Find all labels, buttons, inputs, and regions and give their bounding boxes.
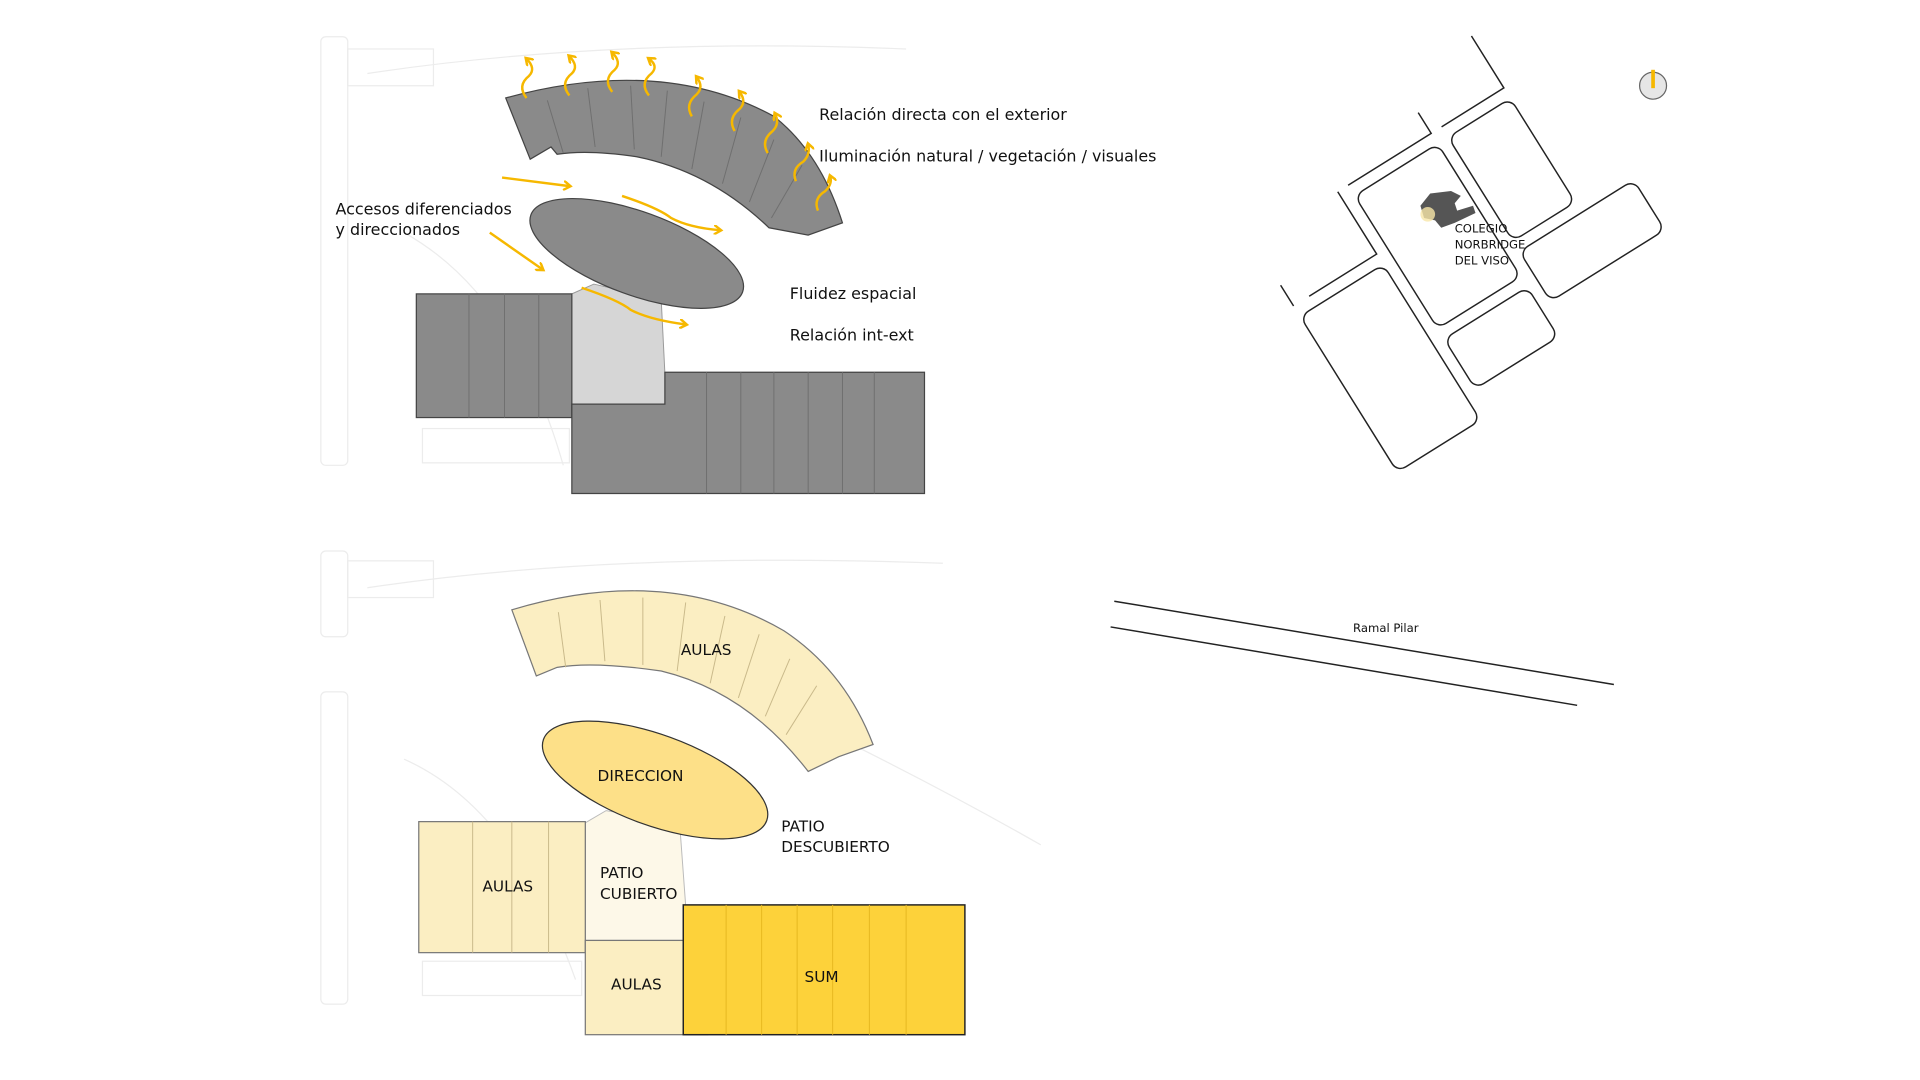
- label-exterior-relation: Relación directa con el exterior: [819, 105, 1067, 124]
- direction-ellipse: [541, 720, 769, 840]
- bottom-block-gray: [571, 371, 926, 495]
- left-classroom-block: [418, 821, 586, 954]
- north-arrow-icon: [1638, 69, 1668, 100]
- bottom-floor-plan: AULAS DIRECCION PATIO DESCUBIERTO AULAS …: [418, 590, 966, 1036]
- sum-block: [682, 904, 966, 1036]
- label-aulas-top: AULAS: [681, 641, 732, 659]
- label-access-2: y direccionados: [336, 220, 461, 239]
- map-school-label-1: COLEGIO: [1455, 222, 1508, 236]
- classroom-wing-curved-gray: [504, 79, 844, 236]
- yellow-arrows: [489, 53, 831, 325]
- label-sum: SUM: [804, 968, 838, 986]
- map-school-label-3: DEL VISO: [1455, 253, 1509, 267]
- top-floor-plan: Relación directa con el exterior Ilumina…: [336, 53, 1156, 495]
- map-block-school: [1357, 146, 1518, 326]
- map-block: [1447, 290, 1556, 386]
- label-patio-cubierto-1: PATIO: [600, 864, 643, 882]
- map-block: [1522, 183, 1662, 299]
- label-patio-cubierto-2: CUBIERTO: [600, 885, 677, 903]
- school-footprint-icon: [1420, 191, 1476, 228]
- map-block: [1303, 267, 1478, 470]
- location-map: COLEGIO NORBRIDGE DEL VISO Ramal Pilar: [1110, 35, 1668, 707]
- road-label: Ramal Pilar: [1353, 621, 1419, 635]
- label-fluidity: Fluidez espacial: [790, 284, 917, 303]
- ramal-pilar-road: Ramal Pilar: [1110, 600, 1614, 707]
- label-patio-descubierto-2: DESCUBIERTO: [781, 838, 890, 856]
- label-natural-light: Iluminación natural / vegetación / visua…: [819, 147, 1156, 166]
- label-aulas-left: AULAS: [482, 877, 533, 895]
- label-direccion: DIRECCION: [598, 767, 684, 785]
- label-patio-descubierto-1: PATIO: [781, 817, 824, 835]
- label-int-ext: Relación int-ext: [790, 325, 914, 344]
- map-block: [1451, 101, 1573, 239]
- direction-ellipse-gray: [529, 197, 745, 309]
- label-access-1: Accesos diferenciados: [336, 199, 512, 218]
- classroom-wing-curved: [511, 590, 874, 773]
- left-block-gray: [415, 293, 573, 419]
- label-aulas-bottom: AULAS: [611, 975, 662, 993]
- map-school-label-2: NORBRIDGE: [1455, 238, 1526, 252]
